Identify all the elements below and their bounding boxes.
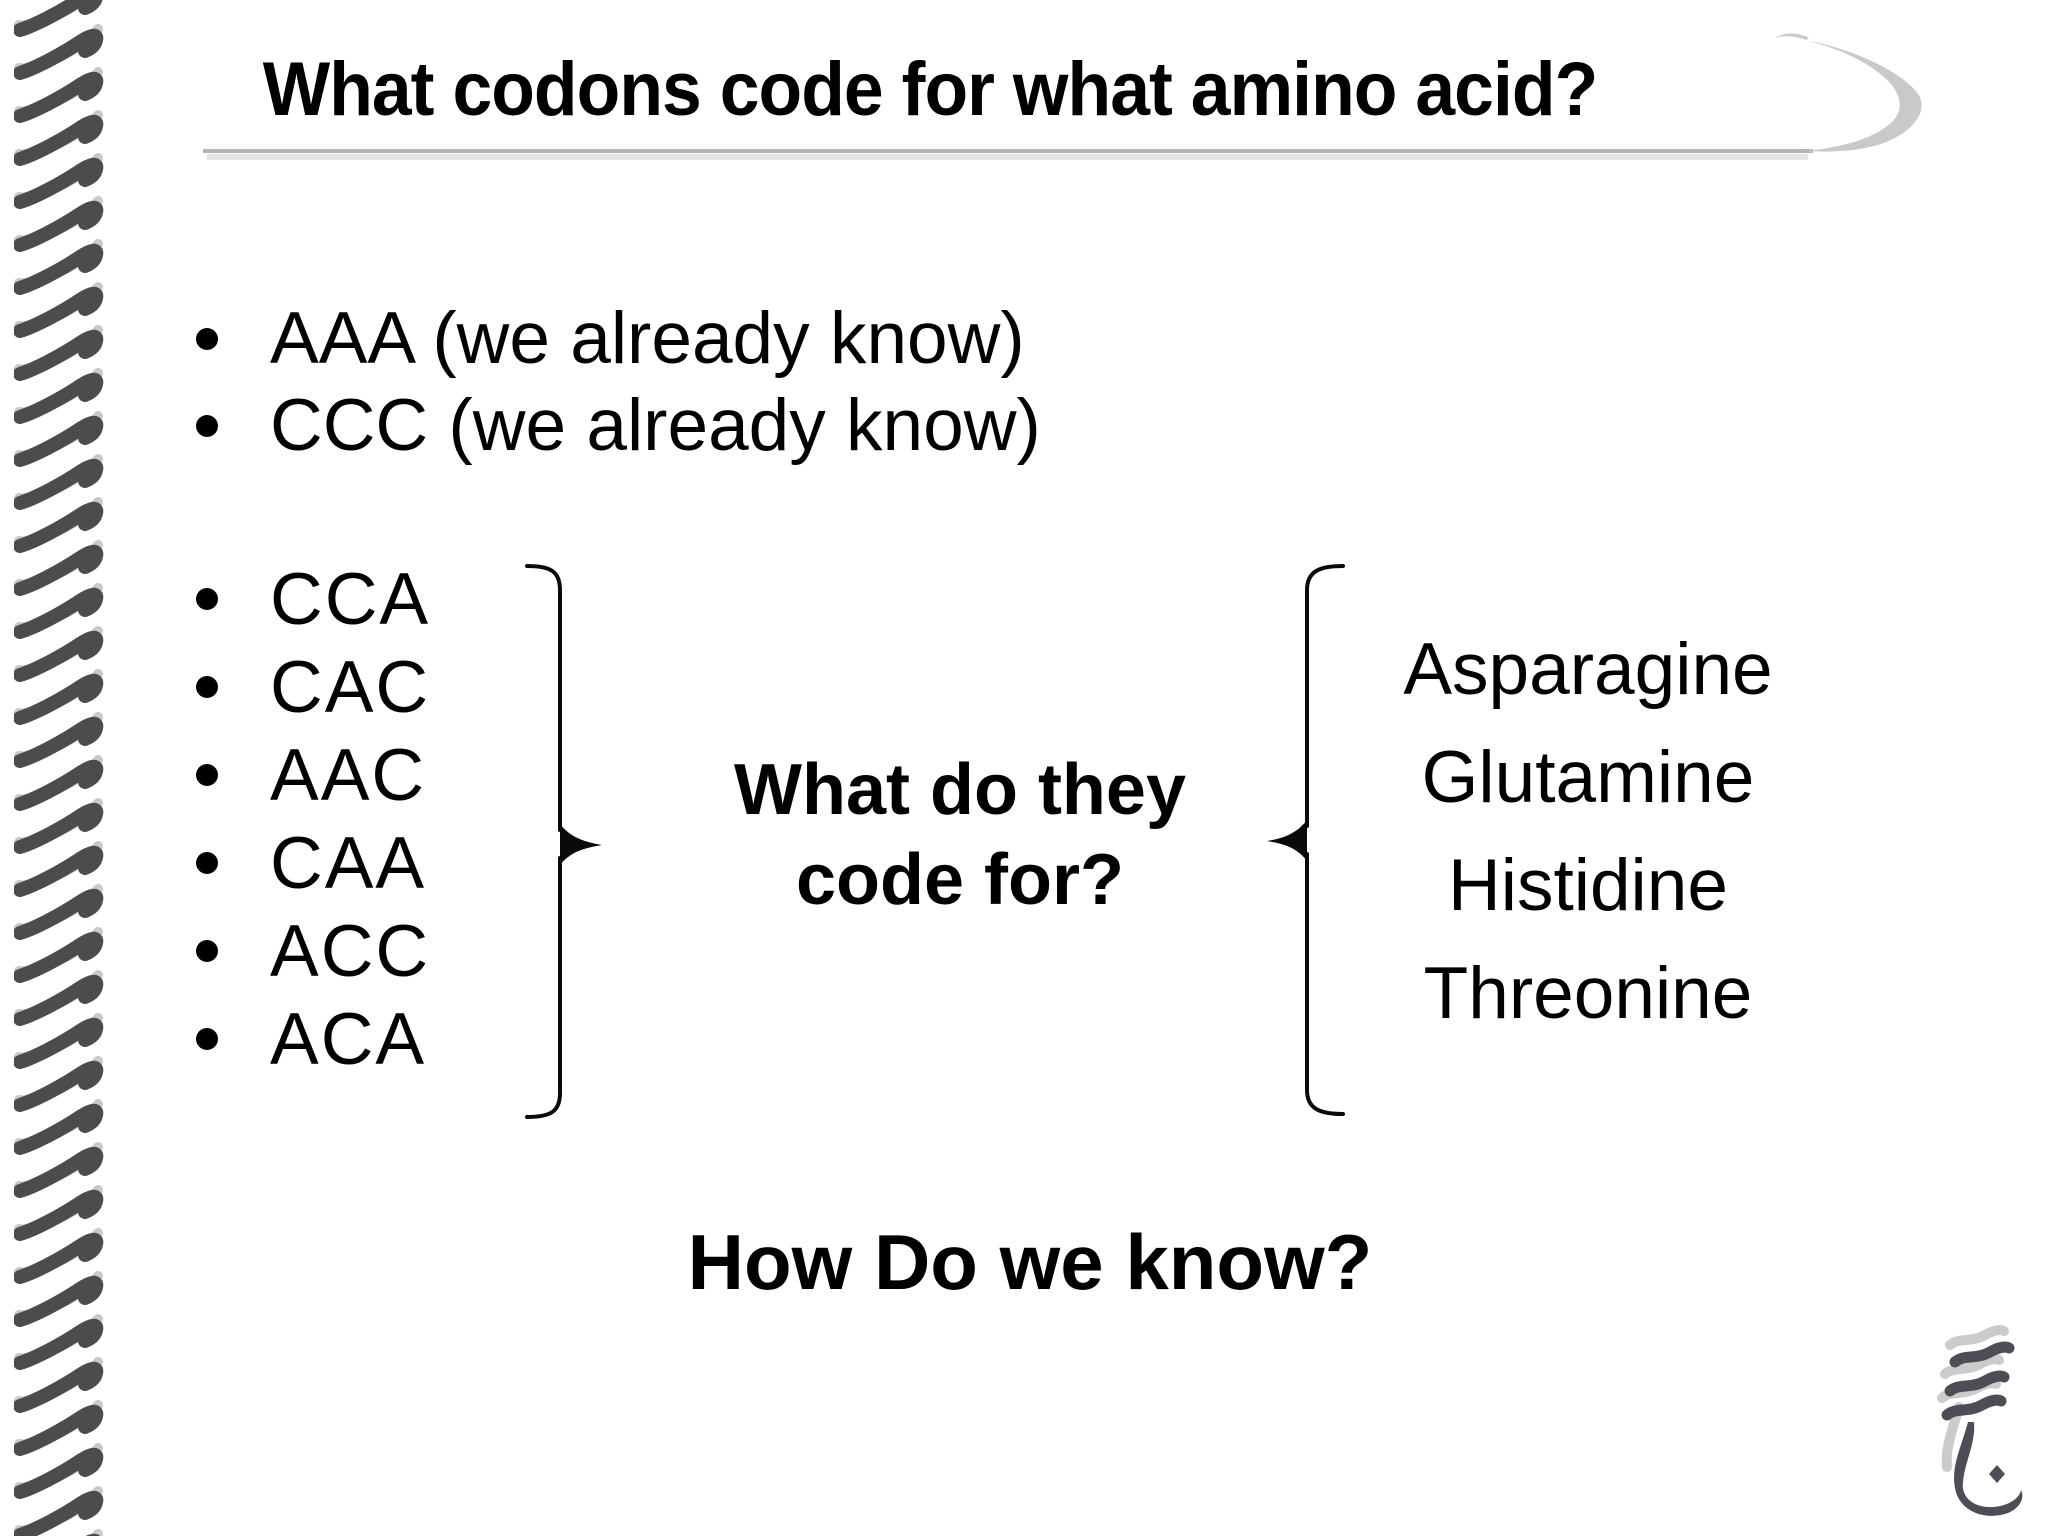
center-question-line: What do they xyxy=(734,750,1186,830)
bottom-question: How Do we know? xyxy=(687,1218,1373,1306)
codon-label: ACA xyxy=(270,998,427,1080)
bullet-dot-icon xyxy=(196,327,218,350)
center-question-line: code for? xyxy=(795,840,1124,920)
amino-group-brace-icon xyxy=(1267,564,1345,1116)
known-codon-list: AAA (we already know) CCC (we already kn… xyxy=(196,295,1041,469)
list-item: CCC (we already know) xyxy=(196,382,1041,469)
bullet-dot-icon xyxy=(196,1028,218,1050)
codon-group-brace-icon xyxy=(525,564,602,1119)
amino-acid-label: Glutamine xyxy=(1421,737,1755,818)
bullet-dot-icon xyxy=(196,940,218,962)
slide-title: What codons code for what amino acid? xyxy=(262,47,1599,132)
bullet-dot-icon xyxy=(196,414,218,437)
list-item: CAC xyxy=(196,643,430,731)
codon-label: CAC xyxy=(270,646,431,728)
amino-acid-label: Asparagine xyxy=(1403,629,1773,710)
amino-acid-list: Asparagine Glutamine Histidine Threonine xyxy=(1363,616,1813,1048)
bullet-dot-icon xyxy=(196,852,218,874)
list-item: ACA xyxy=(196,995,430,1083)
bullet-dot-icon xyxy=(196,764,218,786)
codon-label: AAC xyxy=(270,734,427,816)
list-item: CCA xyxy=(196,555,430,643)
list-item: AAA (we already know) xyxy=(196,295,1041,382)
list-item: ACC xyxy=(196,907,430,995)
bullet-dot-icon xyxy=(196,588,218,610)
arabic-calligraphy-jeem-icon xyxy=(1937,1325,2023,1516)
bullet-dot-icon xyxy=(196,676,218,698)
amino-acid-label: Histidine xyxy=(1448,845,1728,926)
known-codon-label: AAA (we already know) xyxy=(270,298,1025,379)
codon-label: CAA xyxy=(270,822,427,904)
list-item: CAA xyxy=(196,819,430,907)
codon-list: CCA CAC AAC CAA ACC ACA xyxy=(196,555,430,1083)
list-item: AAC xyxy=(196,731,430,819)
center-question: What do they code for? xyxy=(660,745,1260,925)
amino-acid-label: Threonine xyxy=(1423,953,1753,1034)
title-underline-swoosh-icon xyxy=(203,33,1922,160)
codon-label: CCA xyxy=(270,558,431,640)
known-codon-label: CCC (we already know) xyxy=(270,385,1041,466)
codon-label: ACC xyxy=(270,910,431,992)
